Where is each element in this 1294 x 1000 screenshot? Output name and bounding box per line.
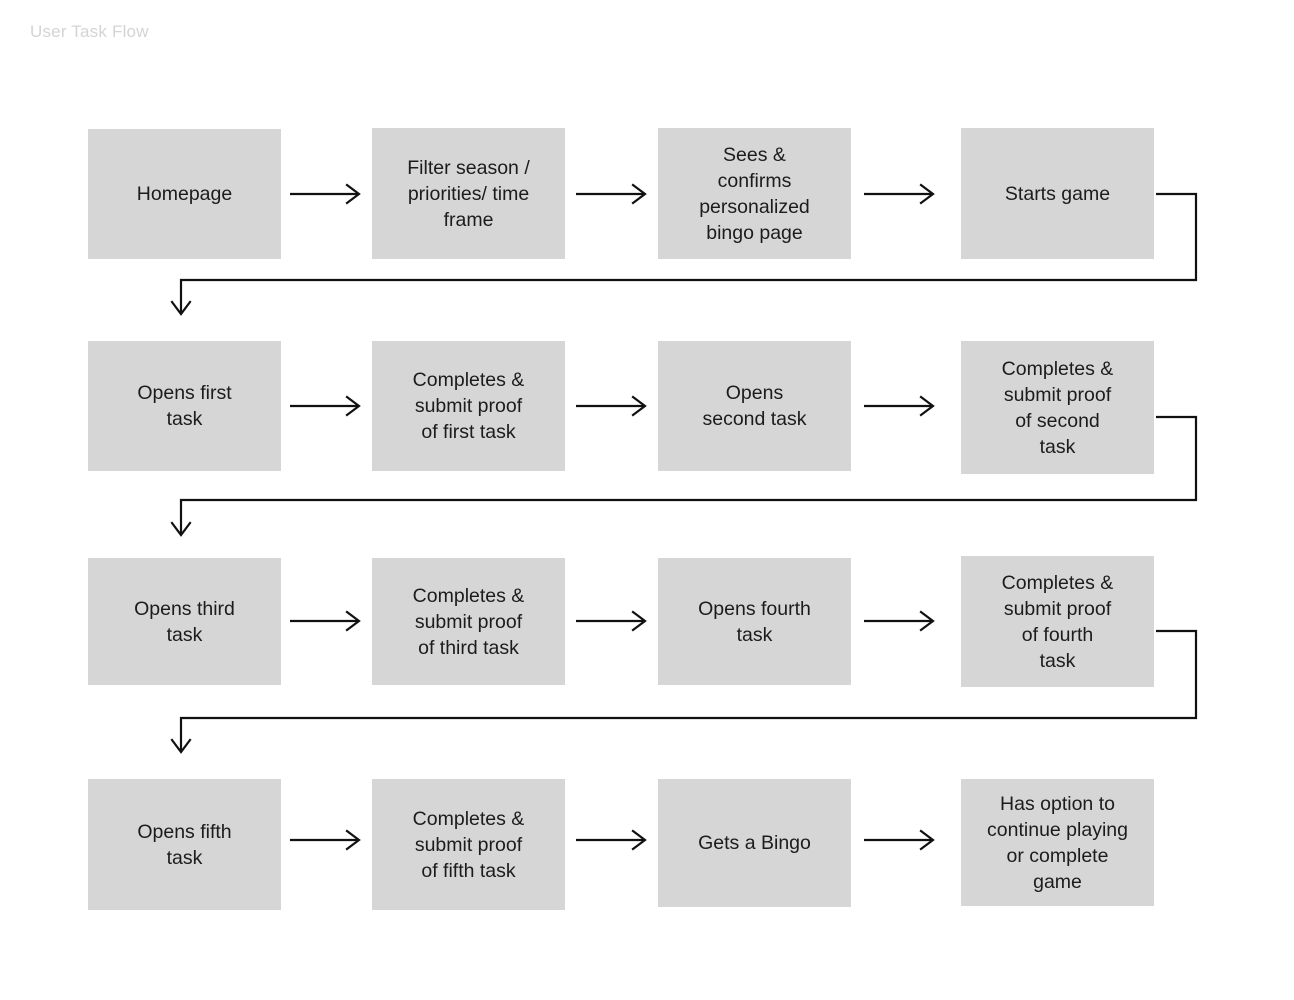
- flow-node-label: Has option to continue playing or comple…: [987, 792, 1128, 893]
- flow-node-starts-game[interactable]: Starts game: [961, 128, 1154, 259]
- flow-node-label: Completes & submit proof of first task: [412, 369, 525, 443]
- flow-node-label: Homepage: [136, 183, 233, 205]
- flow-node-continue-or-complete[interactable]: Has option to continue playing or comple…: [961, 779, 1154, 906]
- flow-node-proof-fifth-task[interactable]: Completes & submit proof of fifth task: [372, 779, 565, 910]
- flow-node-opens-fourth-task[interactable]: Opens fourth task: [658, 558, 851, 685]
- flow-node-label: Opens third task: [134, 597, 235, 646]
- flow-node-proof-third-task[interactable]: Completes & submit proof of third task: [372, 558, 565, 685]
- flow-node-label: Completes & submit proof of fifth task: [412, 807, 525, 882]
- flow-node-label: Opens fourth task: [698, 597, 811, 646]
- flow-node-label: Completes & submit proof of third task: [412, 584, 525, 659]
- arrow-confirms-to-starts: [864, 183, 935, 205]
- arrow-prooffifth-to-bingo: [576, 829, 647, 851]
- flow-node-gets-a-bingo[interactable]: Gets a Bingo: [658, 779, 851, 907]
- flow-node-proof-second-task[interactable]: Completes & submit proof of second task: [961, 341, 1154, 474]
- flow-node-label: Filter season / priorities/ time frame: [407, 156, 530, 231]
- flow-node-filter-season[interactable]: Filter season / priorities/ time frame: [372, 128, 565, 259]
- flow-node-proof-first-task[interactable]: Completes & submit proof of first task: [372, 341, 565, 471]
- flow-node-opens-third-task[interactable]: Opens third task: [88, 558, 281, 685]
- arrow-prooffirst-to-second: [576, 395, 647, 417]
- arrow-second-to-proofsecond: [864, 395, 935, 417]
- arrow-filter-to-confirms: [576, 183, 647, 205]
- flow-node-confirms-bingo-page[interactable]: Sees & confirms personalized bingo page: [658, 128, 851, 259]
- arrow-first-to-prooffirst: [290, 395, 361, 417]
- flow-node-homepage[interactable]: Homepage: [88, 129, 281, 259]
- flow-node-opens-second-task[interactable]: Opens second task: [658, 341, 851, 471]
- flow-node-label: Sees & confirms personalized bingo page: [699, 143, 810, 244]
- flow-node-opens-first-task[interactable]: Opens first task: [88, 341, 281, 471]
- arrow-third-to-proofthird: [290, 610, 361, 632]
- flow-node-label: Opens second task: [702, 382, 807, 430]
- arrow-bingo-to-option: [864, 829, 935, 851]
- flow-node-label: Starts game: [1004, 182, 1111, 205]
- flow-node-label: Gets a Bingo: [698, 832, 811, 854]
- flow-node-label: Opens fifth task: [137, 820, 232, 869]
- arrow-homepage-to-filter: [290, 183, 361, 205]
- page-title: User Task Flow: [30, 22, 149, 41]
- arrow-fourth-to-prooffourth: [864, 610, 935, 632]
- flow-node-label: Completes & submit proof of fourth task: [1001, 571, 1114, 672]
- flow-node-label: Opens first task: [137, 382, 232, 430]
- flow-node-label: Completes & submit proof of second task: [1001, 357, 1114, 458]
- arrow-fifth-to-prooffifth: [290, 829, 361, 851]
- flow-node-opens-fifth-task[interactable]: Opens fifth task: [88, 779, 281, 910]
- flow-node-proof-fourth-task[interactable]: Completes & submit proof of fourth task: [961, 556, 1154, 687]
- arrow-proofthird-to-fourth: [576, 610, 647, 632]
